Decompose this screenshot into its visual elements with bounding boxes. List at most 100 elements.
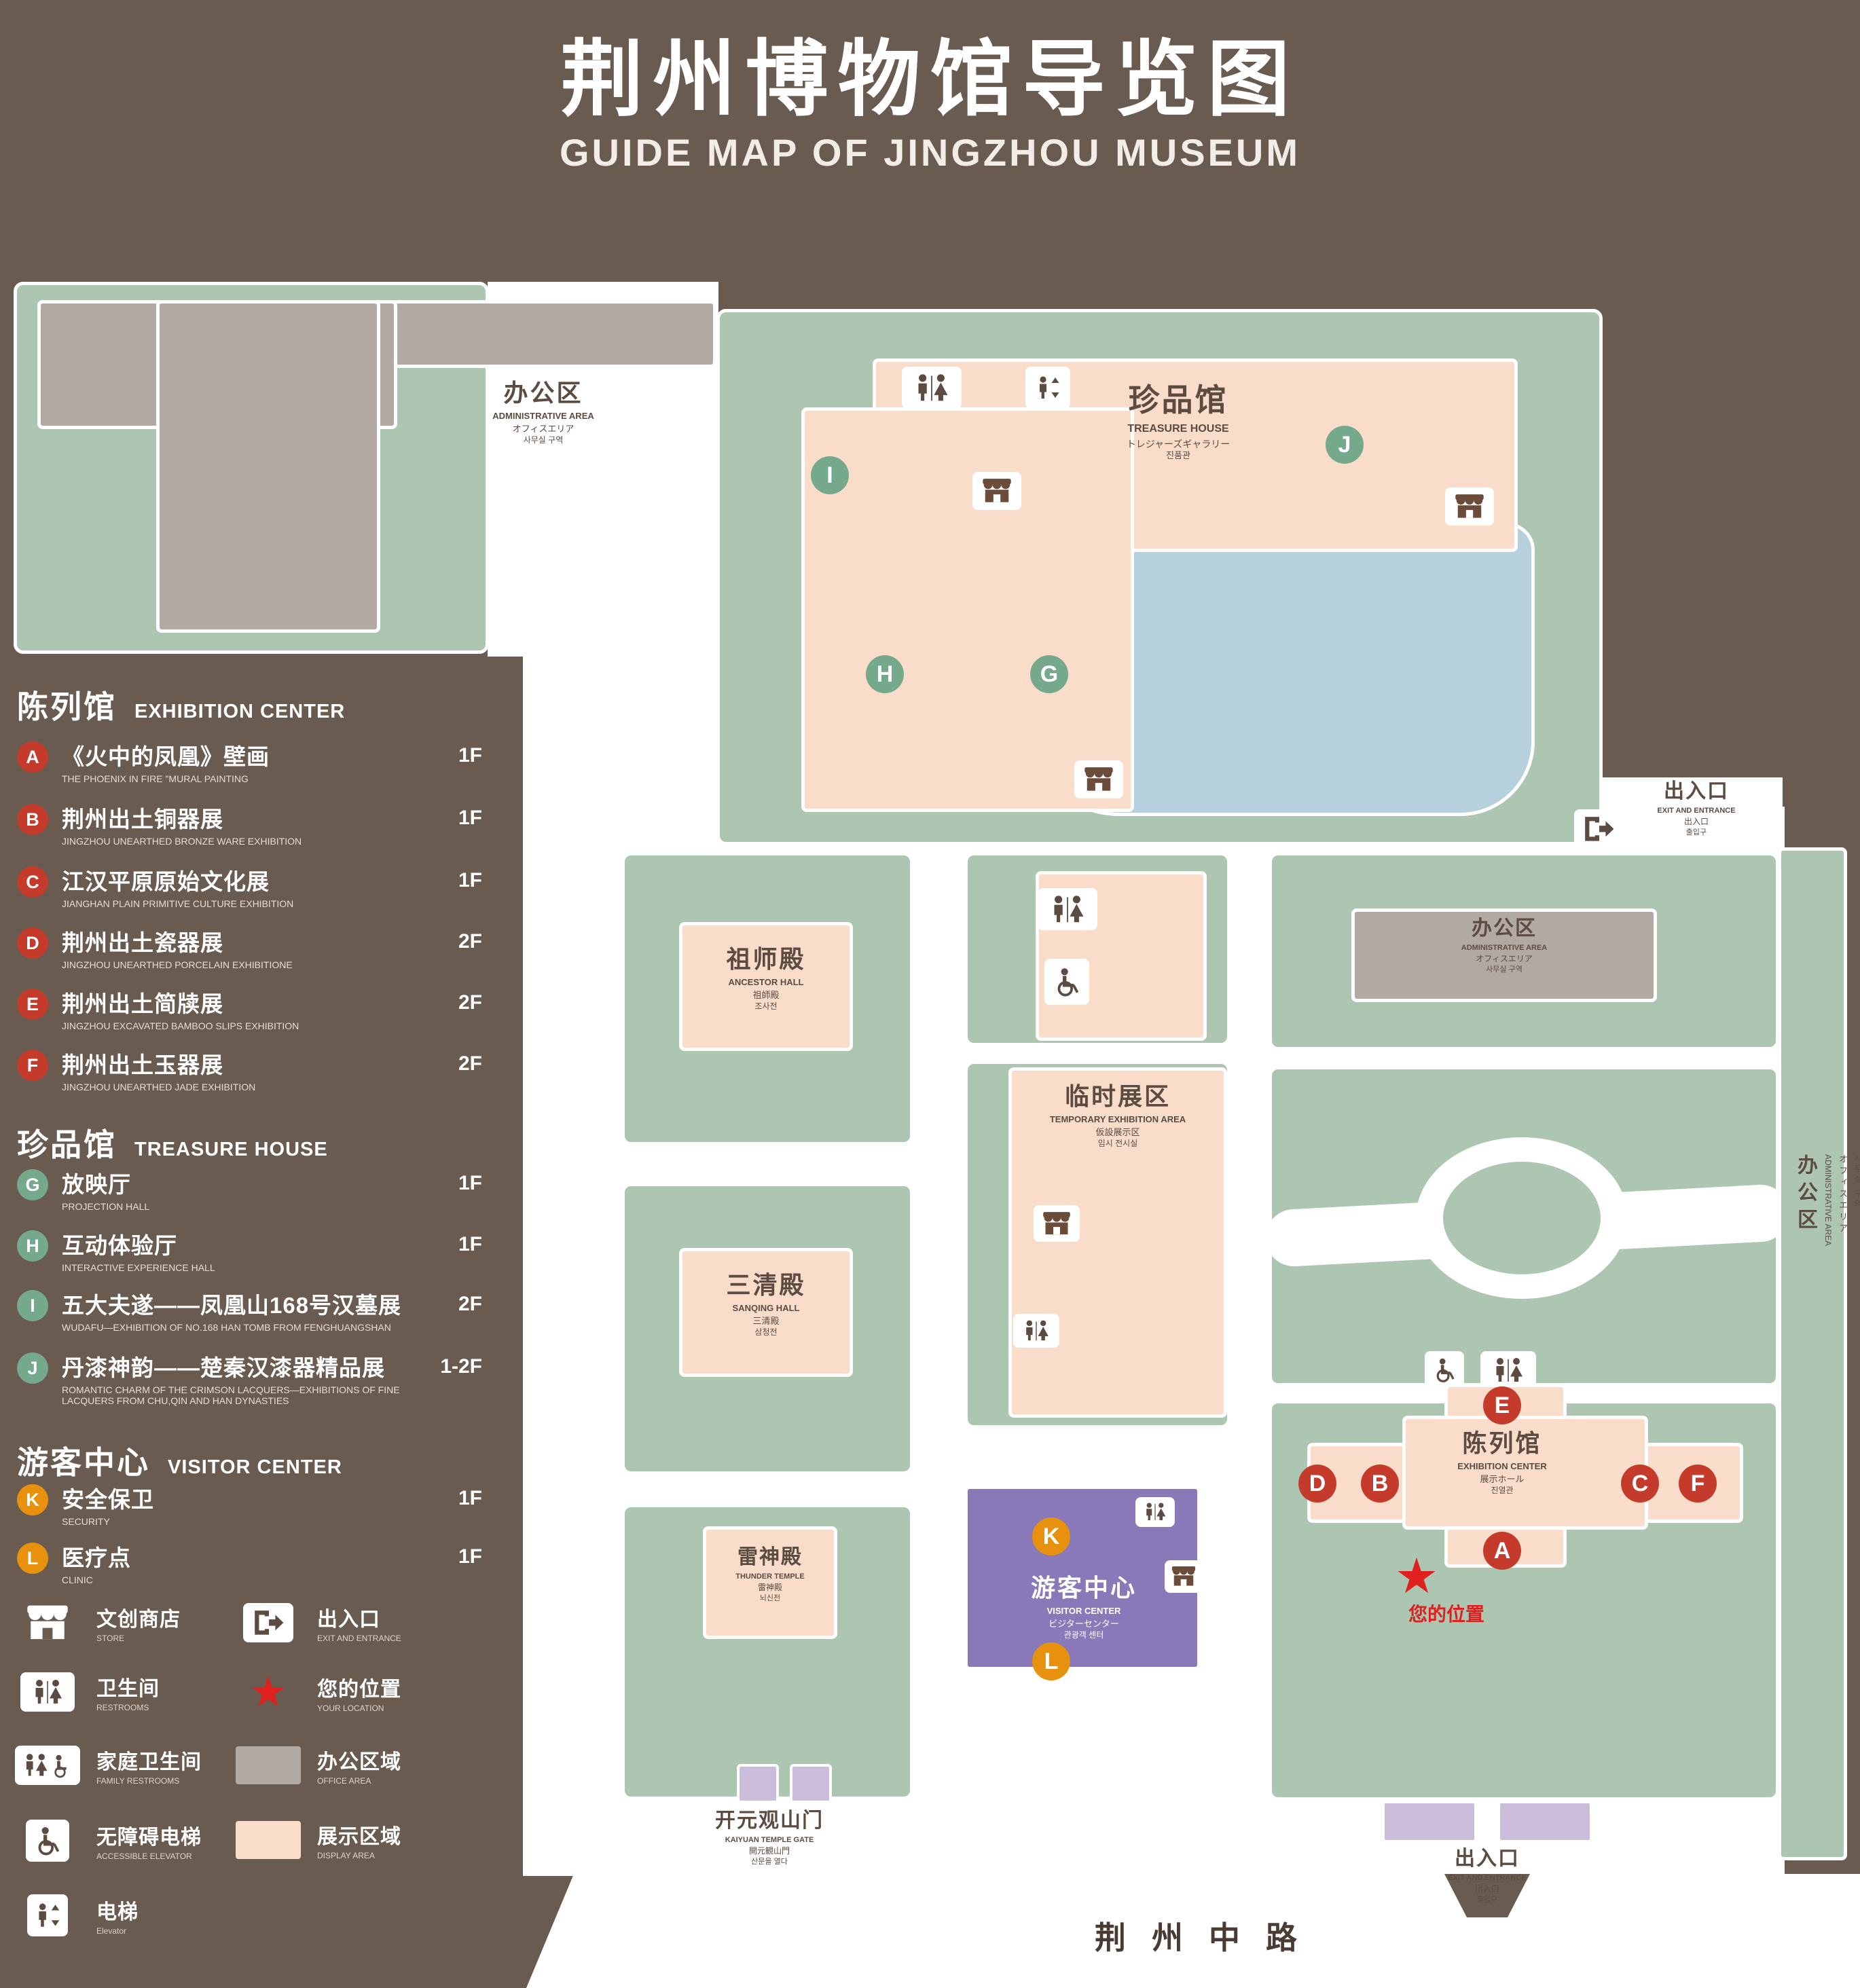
restroom-icon — [20, 1672, 75, 1712]
road — [526, 1874, 1860, 1988]
ancestor-hall-building — [679, 922, 853, 1051]
marker-badge-I: I — [17, 1290, 48, 1321]
accessible-elevator-icon — [26, 1820, 69, 1862]
admin-right-label: 办公区 ADMINISTRATIVE AREA オフィスエリア 사무실 구역 — [1794, 1154, 1860, 1247]
page-title: 荆州博物馆导览图 — [560, 33, 1300, 126]
display-area-swatch — [236, 1821, 301, 1859]
map-marker-I: I — [811, 456, 849, 494]
restroom-icon — [1038, 888, 1097, 930]
temporary-exhibition-building — [1008, 1067, 1227, 1418]
thunder-temple-building — [703, 1526, 837, 1639]
grounds-admin-right — [1778, 847, 1847, 1860]
temporary-exhibition-label: 临时展区 TEMPORARY EXHIBITION AREA 仮設展示区 임시 … — [1049, 1082, 1186, 1148]
your-location-star-icon: ★ — [249, 1669, 287, 1716]
exit-icon — [1574, 809, 1623, 849]
marker-badge-K: K — [17, 1484, 48, 1515]
admin-building-mid — [1351, 908, 1657, 1002]
store-icon — [1034, 1205, 1080, 1242]
store-icon — [1445, 487, 1494, 526]
marker-badge-B: B — [17, 804, 48, 835]
entrance-block — [1497, 1801, 1592, 1843]
store-icon — [1165, 1560, 1203, 1593]
map-marker-E: E — [1483, 1386, 1521, 1424]
marker-badge-J: J — [17, 1352, 48, 1384]
accessible-elevator-icon — [1425, 1351, 1464, 1389]
treasure-house-label: 珍品馆 TREASURE HOUSE トレジャーズギャラリー 진품관 — [1126, 382, 1230, 460]
temple-gate-label: 开元观山门 KAIYUAN TEMPLE GATE 開元観山門 산문을 열다 — [715, 1809, 824, 1866]
marker-badge-A: A — [17, 741, 48, 773]
map-marker-L: L — [1032, 1642, 1070, 1680]
map-marker-H: H — [866, 655, 904, 693]
garden — [1269, 1066, 1779, 1386]
road-label: 荆州中路 — [1095, 1920, 1323, 1955]
page-subtitle: GUIDE MAP OF JINGZHOU MUSEUM — [559, 131, 1300, 174]
marker-badge-E: E — [17, 989, 48, 1020]
exhibition-center-label: 陈列馆 EXHIBITION CENTER 展示ホール 진열관 — [1457, 1429, 1547, 1495]
map-marker-F: F — [1679, 1465, 1717, 1503]
family-restroom-icon — [15, 1746, 80, 1785]
marker-badge-D: D — [17, 927, 48, 959]
section-header-visitor-center: 游客中心 VISITOR CENTER — [17, 1445, 342, 1480]
marker-badge-F: F — [17, 1050, 48, 1081]
elevator-icon — [1025, 367, 1070, 409]
admin-building-top-wing — [156, 300, 380, 633]
gate-post — [790, 1764, 832, 1803]
treasure-house-building-left — [801, 407, 1134, 812]
exit-top-label: 出入口 EXIT AND ENTRANCE 出入口 출입구 — [1657, 780, 1736, 836]
marker-badge-C: C — [17, 866, 48, 898]
your-location-star: ★ — [1394, 1549, 1439, 1604]
restroom-icon — [1480, 1351, 1536, 1389]
map-marker-J: J — [1326, 426, 1364, 464]
map-marker-B: B — [1361, 1465, 1399, 1503]
map-marker-K: K — [1032, 1517, 1070, 1556]
exit-icon — [243, 1603, 293, 1642]
admin-mid-label: 办公区 ADMINISTRATIVE AREA オフィスエリア 사무실 구역 — [1461, 917, 1548, 974]
restroom-icon — [902, 367, 962, 409]
store-icon — [972, 472, 1021, 510]
marker-badge-H: H — [17, 1230, 48, 1262]
garden-island — [1443, 1162, 1601, 1274]
elevator-icon — [27, 1894, 68, 1936]
marker-badge-L: L — [17, 1543, 48, 1574]
map-marker-C: C — [1621, 1465, 1659, 1503]
thunder-temple-label: 雷神殿 THUNDER TEMPLE 雷神殿 뇌신전 — [735, 1546, 805, 1602]
ancestor-hall-label: 祖师殿 ANCESTOR HALL 祖師殿 조사전 — [726, 945, 806, 1011]
sanqing-hall-label: 三清殿 SANQING HALL 三清殿 삼청전 — [726, 1271, 806, 1337]
section-header-exhibition-center: 陈列馆 EXHIBITION CENTER — [17, 689, 346, 724]
map-marker-A: A — [1483, 1532, 1521, 1570]
marker-badge-G: G — [17, 1169, 48, 1200]
restroom-glyph — [918, 373, 948, 401]
admin-top-label: 办公区 ADMINISTRATIVE AREA オフィスエリア 사무실 구역 — [492, 379, 594, 445]
store-icon — [14, 1604, 81, 1641]
gate-post — [737, 1764, 779, 1803]
exit-bottom-label: 出入口 EXIT AND ENTRANCE 出入口 출입구 — [1448, 1847, 1527, 1904]
restroom-icon — [1013, 1314, 1059, 1348]
path-left — [523, 652, 718, 811]
entrance-block — [1382, 1801, 1477, 1843]
map-marker-D: D — [1298, 1465, 1336, 1503]
section-header-treasure-house: 珍品馆 TREASURE HOUSE — [17, 1127, 328, 1162]
sanqing-hall-building — [679, 1248, 853, 1377]
